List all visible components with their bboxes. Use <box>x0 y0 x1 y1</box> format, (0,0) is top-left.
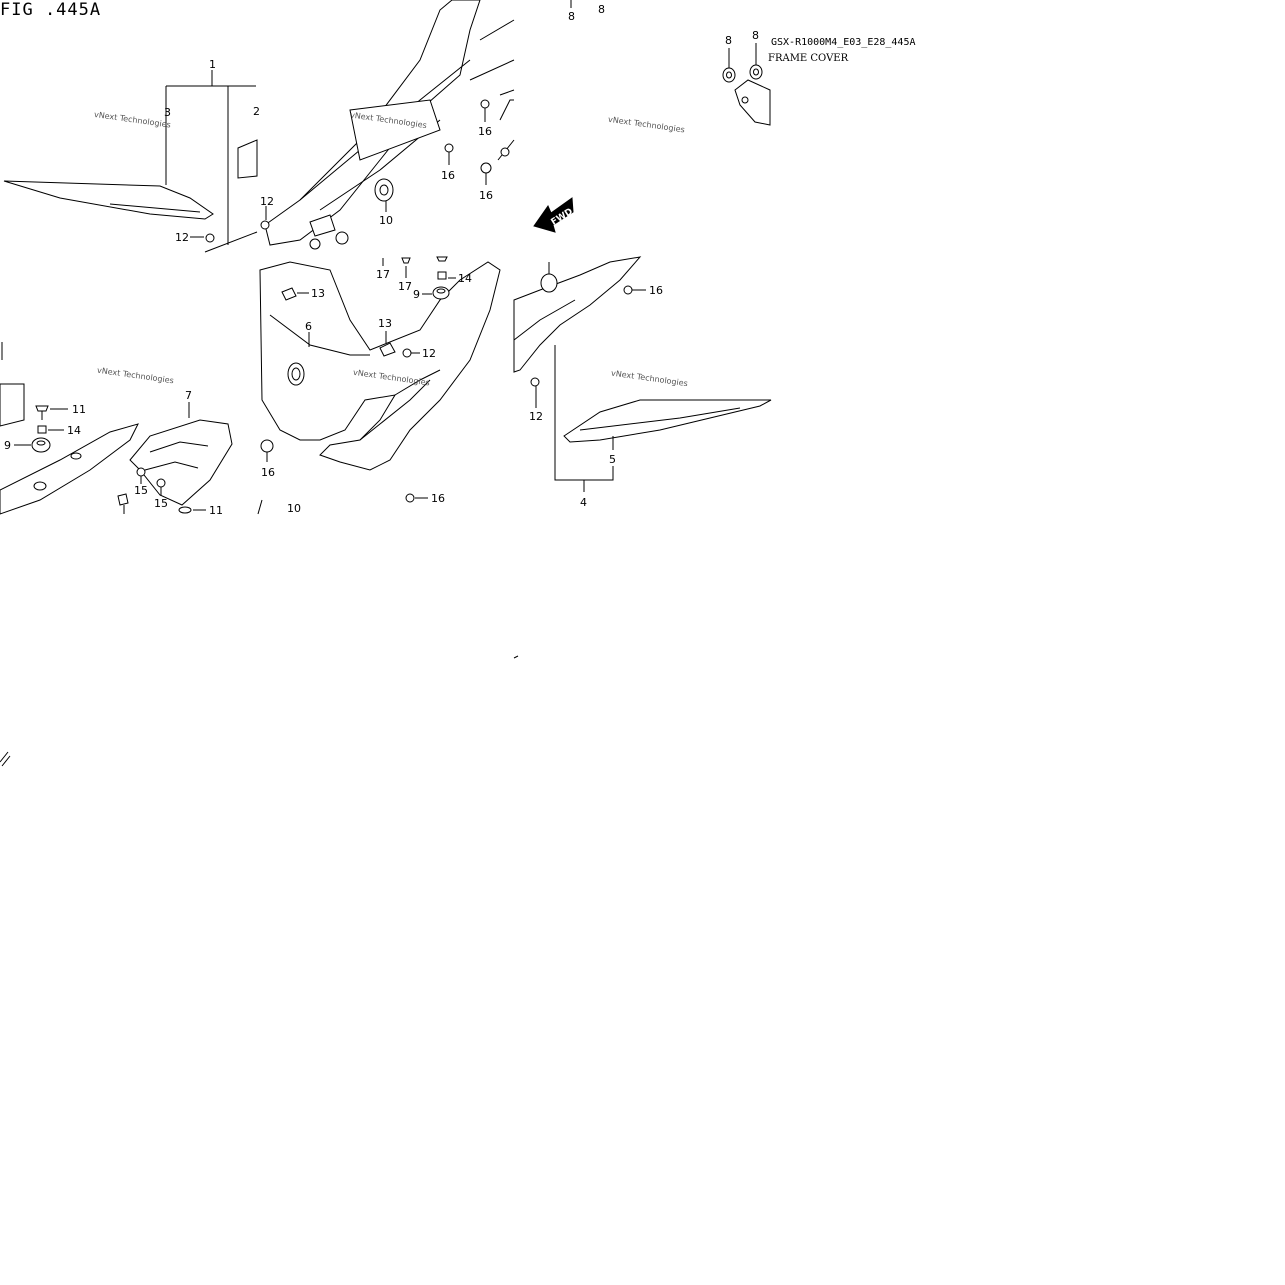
callout-label: 16 <box>441 169 455 182</box>
clip-part <box>480 99 490 109</box>
tile-frame-upper <box>260 0 515 250</box>
clip-part <box>623 285 633 295</box>
grommet-part <box>540 273 558 293</box>
frame-rail-part <box>513 256 642 373</box>
watermark-text: vNext Technologies <box>611 369 689 389</box>
model-code: GSX-R1000M4_E03_E28_445A <box>771 37 916 48</box>
callout-label: 16 <box>478 125 492 138</box>
callout-label: 4 <box>580 496 587 509</box>
callout-label: 12 <box>529 410 543 423</box>
nut-part <box>749 64 763 80</box>
clip-part <box>480 162 492 174</box>
callout-label: 16 <box>431 492 445 505</box>
clip-part <box>260 439 274 453</box>
callout-label: 16 <box>649 284 663 297</box>
rear-cover-part <box>129 419 233 506</box>
callout-label: 17 <box>376 268 390 281</box>
clip-part <box>405 493 415 503</box>
clip-part <box>379 342 396 357</box>
callout-label: 13 <box>311 287 325 300</box>
clip-part <box>444 143 454 153</box>
side-emblem-part <box>237 139 258 179</box>
screw-part <box>260 220 270 230</box>
watermark-text: vNext Technologies <box>608 115 686 135</box>
side-cover-part <box>563 399 772 443</box>
callout-label: 11 <box>209 504 223 517</box>
callout-label: 6 <box>305 320 312 333</box>
callout-labels: 1 2 3 4 5 6 7 8 8 8 8 9 9 10 10 11 11 12… <box>4 3 759 517</box>
callout-label: 9 <box>413 288 420 301</box>
screw-part <box>35 405 49 412</box>
figure-title: FIG .445A <box>0 0 102 20</box>
callout-label: 13 <box>378 317 392 330</box>
side-cover-part <box>3 180 214 220</box>
callout-label: 9 <box>4 439 11 452</box>
callout-label: 8 <box>568 10 575 23</box>
forward-arrow-icon: FWD <box>533 197 575 233</box>
watermark-text: vNext Technologies <box>97 366 175 386</box>
tile-tail-cover <box>0 342 233 515</box>
callout-label: 12 <box>175 231 189 244</box>
side-emblem-part <box>0 383 25 427</box>
grommet-part <box>374 178 394 202</box>
clip-part <box>156 478 166 488</box>
tile-frame-center <box>257 256 501 515</box>
callout-label: 14 <box>67 424 81 437</box>
screw-part <box>205 233 215 243</box>
callout-label: 12 <box>260 195 274 208</box>
callout-label: 16 <box>261 466 275 479</box>
callout-label: 12 <box>422 347 436 360</box>
tile-side-cover-right <box>513 256 772 492</box>
tile-side-cover-left <box>3 70 258 253</box>
callout-label: 10 <box>379 214 393 227</box>
callout-label: 16 <box>479 189 493 202</box>
callout-label: 15 <box>154 497 168 510</box>
callout-label: 5 <box>609 453 616 466</box>
callout-label: 8 <box>752 29 759 42</box>
collar-part <box>37 425 47 434</box>
collar-part <box>437 271 447 280</box>
screw-part <box>436 256 448 262</box>
callout-label: 3 <box>164 106 171 119</box>
screw-part <box>402 348 412 358</box>
figure-subtitle: FRAME COVER <box>768 53 849 64</box>
clip-part <box>281 287 297 301</box>
callout-label: 8 <box>725 34 732 47</box>
callout-label: 17 <box>398 280 412 293</box>
screw-part <box>530 377 540 387</box>
screw-part <box>178 506 192 514</box>
frame-center-part <box>259 261 501 471</box>
callout-label: 11 <box>72 403 86 416</box>
callout-label: 1 <box>209 58 216 71</box>
callout-label: 2 <box>253 105 260 118</box>
clip-part <box>136 467 146 477</box>
callout-label: 8 <box>598 3 605 16</box>
tile-fasteners-upper-right: FWD <box>533 0 771 233</box>
callout-label: 10 <box>287 502 301 515</box>
screw-part <box>401 257 411 264</box>
callout-label: 14 <box>458 272 472 285</box>
watermark-text: vNext Technologies <box>93 110 171 130</box>
callout-label: 7 <box>185 389 192 402</box>
nut-part <box>722 67 736 83</box>
callout-label: 15 <box>134 484 148 497</box>
tile-bottom-fragments <box>0 655 519 767</box>
